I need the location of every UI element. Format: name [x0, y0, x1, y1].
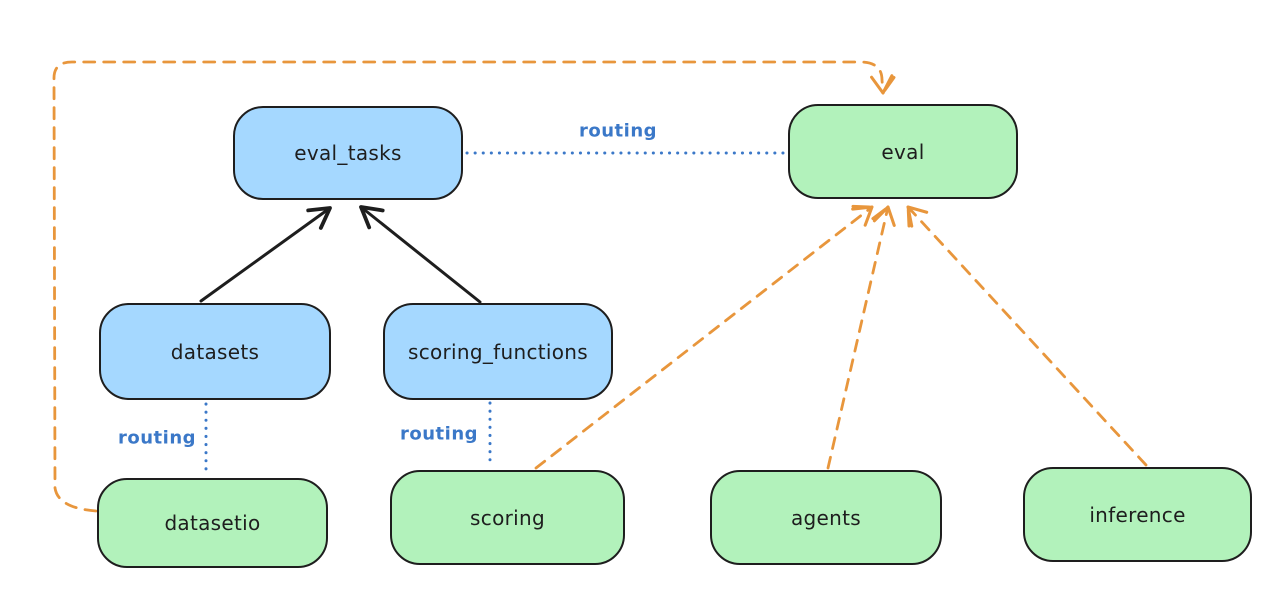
- node-eval-label: eval: [881, 139, 925, 164]
- node-eval-tasks: eval_tasks: [233, 106, 463, 200]
- node-agents: agents: [710, 470, 942, 565]
- edge-datasets-to-eval-tasks: [199, 206, 332, 303]
- node-inference: inference: [1023, 467, 1252, 562]
- node-agents-label: agents: [791, 505, 861, 530]
- node-scoring: scoring: [390, 470, 625, 565]
- node-scoring-functions-label: scoring_functions: [407, 339, 589, 364]
- node-scoring-label: scoring: [470, 505, 545, 530]
- edge-scoring-functions-to-eval-tasks: [359, 205, 482, 304]
- node-datasetio-label: datasetio: [164, 511, 261, 535]
- node-datasets-label: datasets: [170, 339, 260, 364]
- routing-label-middle: routing: [399, 423, 479, 445]
- node-datasets: datasets: [99, 303, 331, 400]
- node-datasetio: datasetio: [97, 478, 328, 568]
- node-eval-tasks-label: eval_tasks: [294, 141, 402, 165]
- node-inference-label: inference: [1089, 502, 1186, 527]
- edge-inference-to-eval: [906, 205, 1148, 467]
- node-eval: eval: [788, 104, 1018, 199]
- routing-label-top: routing: [578, 120, 658, 142]
- edge-scoring-to-eval: [534, 204, 874, 470]
- node-scoring-functions: scoring_functions: [383, 303, 613, 400]
- routing-label-left: routing: [117, 427, 197, 449]
- edge-agents-to-eval: [826, 205, 896, 470]
